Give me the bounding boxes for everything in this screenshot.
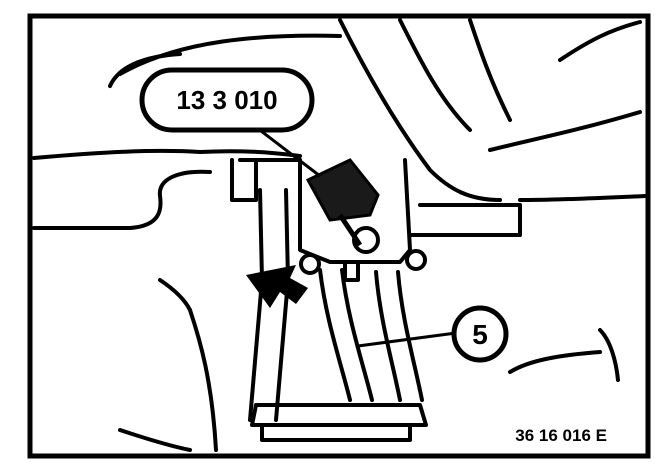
black-arrow-icon (246, 265, 308, 308)
special-tool (305, 158, 380, 247)
tool-number-box (139, 67, 315, 133)
figure-frame (27, 13, 651, 459)
pedal-assembly (230, 158, 428, 442)
part-number-label: 5 (472, 319, 488, 350)
housing-outline (32, 18, 647, 452)
part-number-circle (451, 305, 509, 363)
tool-number-label: 13 3 010 (176, 85, 277, 115)
part-number-callout: 5 (451, 305, 509, 363)
tool-number-callout: 13 3 010 (139, 67, 315, 133)
figure-code: 36 16 016 E (515, 426, 607, 445)
